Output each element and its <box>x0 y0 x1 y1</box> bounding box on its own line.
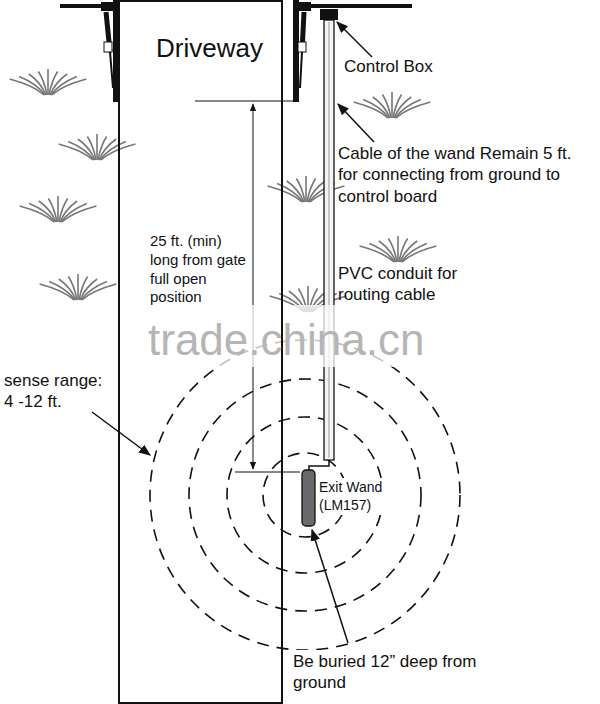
grass-blade <box>59 144 93 160</box>
grass-blade <box>388 239 397 263</box>
component-label: Control Box <box>344 56 544 77</box>
grass-blade <box>396 102 430 118</box>
area-title: Driveway <box>156 32 263 65</box>
grass-blade <box>78 139 95 160</box>
grass-blade <box>59 279 76 300</box>
control-box <box>320 9 338 20</box>
grass-blade <box>402 246 436 262</box>
left-gate <box>60 0 119 102</box>
grass-blade <box>360 246 394 262</box>
sense-range-circles <box>150 340 460 650</box>
grass-blade <box>57 196 59 222</box>
grass-blade <box>382 95 391 119</box>
grass-blade <box>62 206 96 222</box>
grass-blade <box>48 199 57 223</box>
grass-blade <box>77 274 79 300</box>
pvc-conduit <box>324 20 334 460</box>
grass-blade <box>82 284 116 300</box>
grass-blade <box>20 206 54 222</box>
grass-blade <box>10 79 44 95</box>
wand-cable <box>309 460 329 470</box>
grass-blade <box>296 179 305 203</box>
grass-blade <box>52 79 86 95</box>
grass-blade <box>29 74 46 95</box>
grass-blade <box>40 284 74 300</box>
grass-blade <box>268 186 302 202</box>
grass-blade <box>373 97 390 118</box>
range-note: sense range: 4 -12 ft. <box>4 370 114 413</box>
cable-note: Cable of the wand Remain 5 ft. for conne… <box>338 143 583 207</box>
grass-blade <box>39 201 56 222</box>
grass-blade <box>354 102 388 118</box>
grass-blade <box>287 181 304 202</box>
dimension-label: 25 ft. (min) long from gate full open po… <box>148 230 252 309</box>
component-label: Exit Wand (LM157) <box>318 478 415 515</box>
right-gate <box>293 0 412 102</box>
grass-blade <box>47 69 49 95</box>
grass-blade <box>391 92 393 118</box>
grass-blade <box>305 176 307 202</box>
grass-blade <box>38 72 47 96</box>
grass-blade <box>96 134 98 160</box>
grass-blade <box>68 277 77 301</box>
grass-blade <box>87 137 96 161</box>
conduit-note: PVC conduit for routing cable <box>338 263 488 306</box>
exit-wand <box>302 470 315 526</box>
wand-cable <box>329 22 330 458</box>
burial-note: Be buried 12” deep from ground <box>292 650 484 695</box>
grass-blade <box>379 241 396 262</box>
watermark: trade.china.cn <box>148 312 468 367</box>
grass-blade <box>397 236 399 262</box>
